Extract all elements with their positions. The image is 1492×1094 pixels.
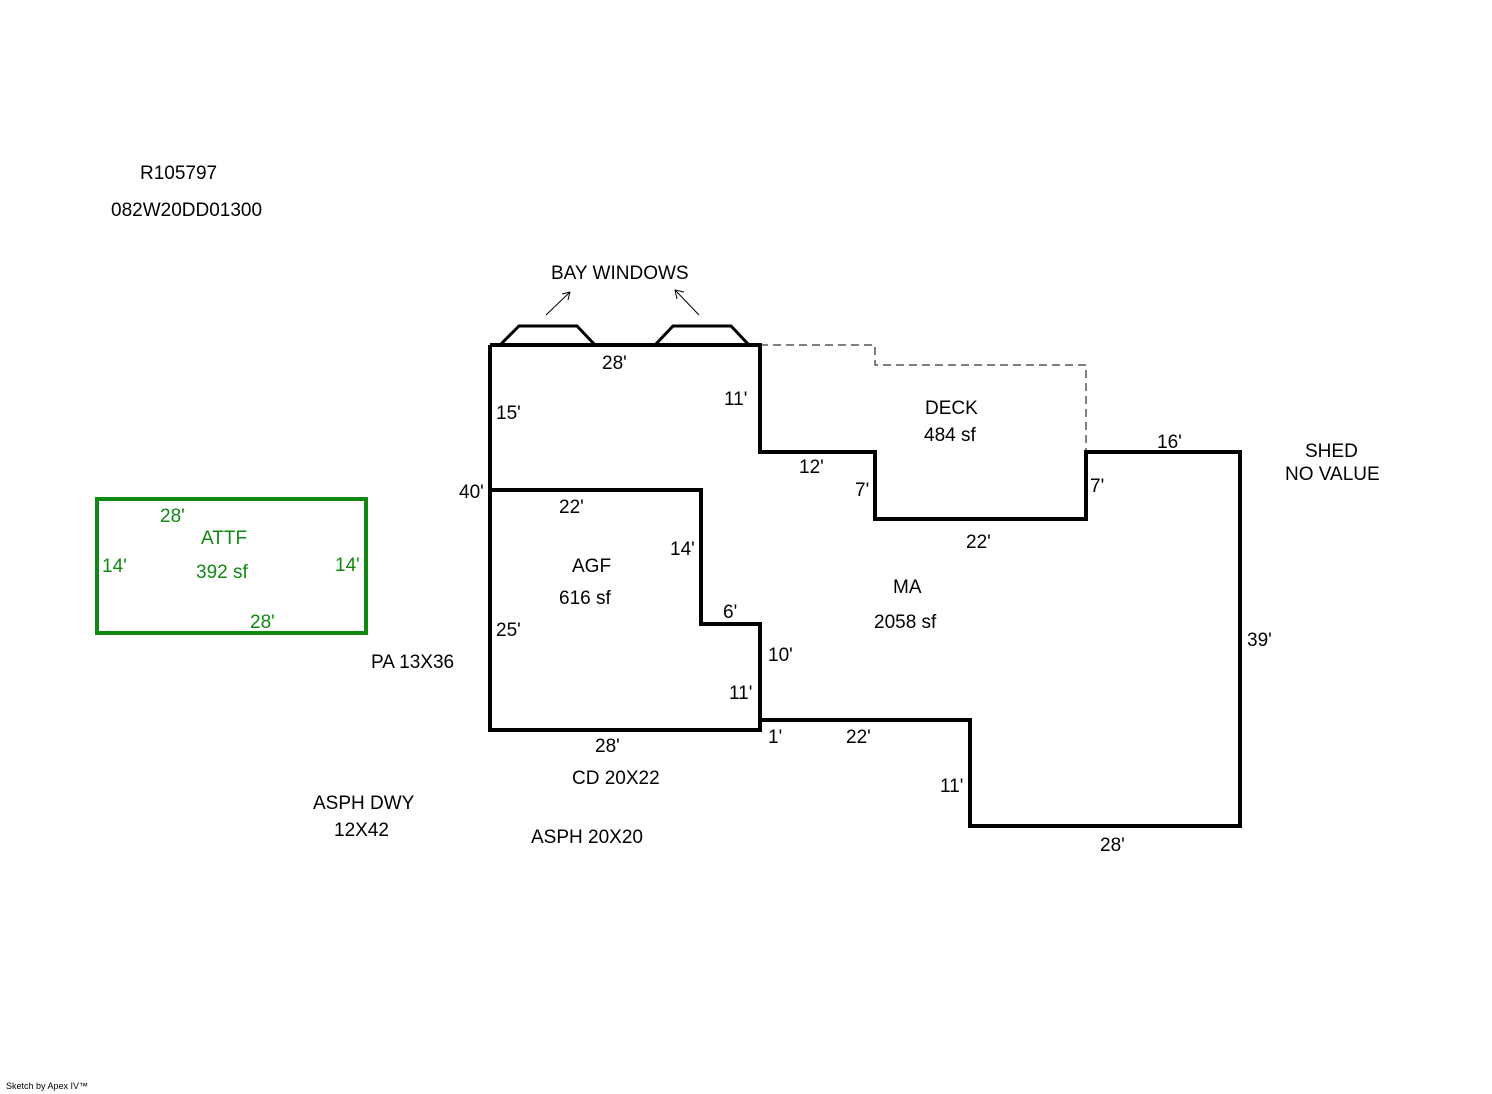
agf-label: AGF (572, 556, 611, 577)
shed-no-value: NO VALUE (1285, 464, 1380, 485)
dim-step-down-right: 7' (1090, 476, 1104, 497)
arrow-left-head-icon (561, 291, 571, 301)
dim-agf-left: 25' (496, 620, 521, 641)
dim-main-bottom: 28' (1100, 835, 1125, 856)
deck-area: 484 sf (924, 425, 976, 446)
bay-windows-label: BAY WINDOWS (551, 263, 689, 284)
dim-agf-bottom: 28' (595, 736, 620, 757)
main-label: MA (893, 577, 922, 598)
deck-label: DECK (925, 398, 978, 419)
dim-attf-right: 14' (335, 555, 360, 576)
dim-main-lower-step: 22' (846, 727, 871, 748)
dim-agf-step: 6' (723, 602, 737, 623)
asphalt-pad-label: ASPH 20X20 (531, 827, 643, 848)
agf-area: 616 sf (559, 588, 611, 609)
dim-main-top-right: 16' (1157, 432, 1182, 453)
dim-attf-bottom: 28' (250, 612, 275, 633)
arrow-left (545, 292, 570, 316)
sketch-credit: Sketch by Apex IV™ (6, 1081, 89, 1091)
dim-main-inner-vert: 11' (940, 776, 963, 797)
dim-agf-right-upper: 14' (670, 539, 695, 560)
dim-attf-top: 28' (160, 506, 185, 527)
dim-step-down-left: 7' (855, 480, 869, 501)
driveway-label: ASPH DWY (313, 793, 415, 814)
dim-main-tiny: 1' (768, 727, 782, 748)
dim-main-notch-right: 11' (724, 389, 747, 410)
arrow-right-head-icon (674, 289, 685, 300)
parcel-id: R105797 (140, 163, 217, 184)
dim-main-left-upper: 15' (496, 403, 521, 424)
attf-outline (95, 497, 368, 635)
dim-attf-left: 14' (102, 556, 127, 577)
dim-main-step1: 12' (799, 457, 824, 478)
driveway-size: 12X42 (334, 820, 389, 841)
dim-agf-between: 10' (768, 645, 793, 666)
dim-main-left-total: 40' (459, 482, 484, 503)
dim-main-right: 39' (1247, 630, 1272, 651)
attf-label: ATTF (201, 528, 247, 549)
dim-deck-bottom: 22' (966, 532, 991, 553)
map-number: 082W20DD01300 (111, 200, 262, 221)
deck-outline (760, 344, 1087, 452)
shed-label: SHED (1305, 441, 1358, 462)
dim-agf-right-lower: 11' (729, 683, 752, 704)
main-area-outline (488, 343, 1242, 828)
dim-agf-top: 22' (559, 497, 584, 518)
attf-area: 392 sf (196, 562, 248, 583)
patio-label: PA 13X36 (371, 652, 454, 673)
dim-main-top: 28' (602, 353, 627, 374)
arrow-right (675, 290, 700, 316)
main-area: 2058 sf (874, 612, 937, 633)
bay-window-left (498, 324, 597, 347)
agf-outline (490, 488, 762, 720)
covered-deck-label: CD 20X22 (572, 768, 660, 789)
bay-window-right (653, 324, 751, 347)
